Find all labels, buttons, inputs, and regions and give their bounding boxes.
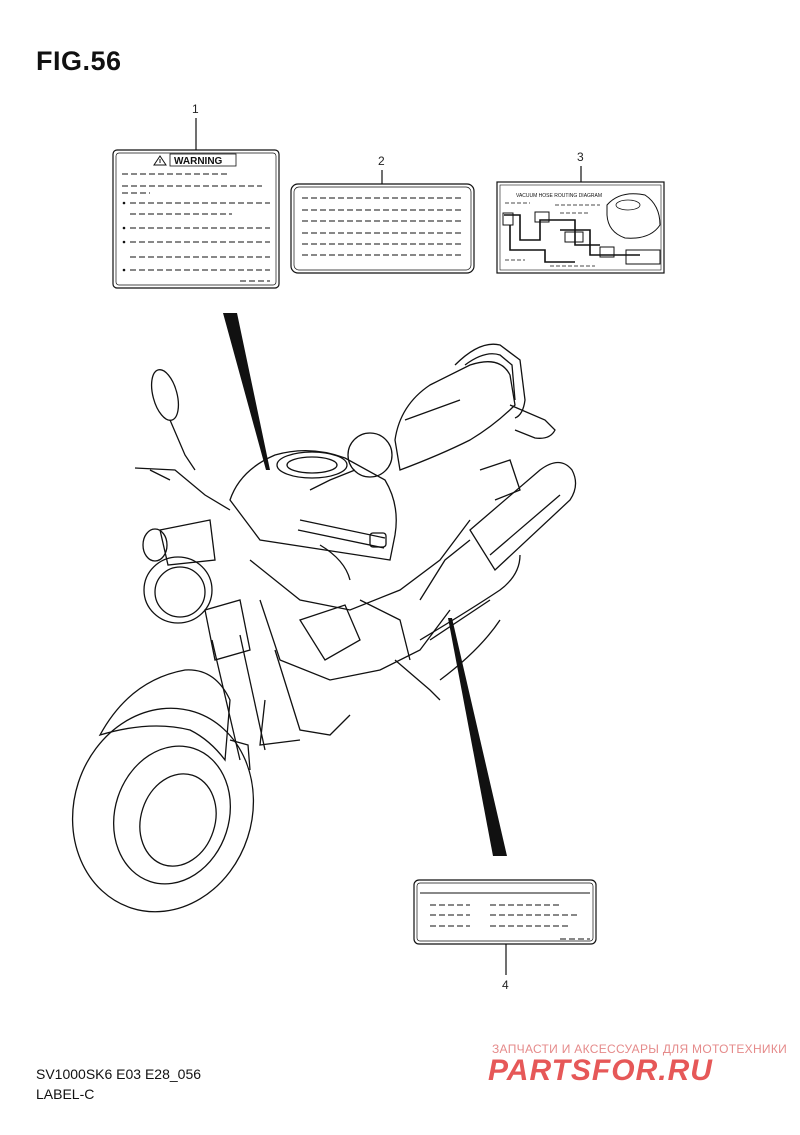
callout-2: 2 bbox=[378, 154, 385, 184]
warning-triangle-icon bbox=[153, 155, 167, 166]
callout-4: 4 bbox=[502, 944, 509, 992]
data-plate-label[interactable] bbox=[413, 879, 597, 945]
section-name: LABEL-C bbox=[36, 1086, 95, 1102]
figure-title: FIG.56 bbox=[36, 46, 122, 76]
watermark-logo[interactable]: PARTSFOR.RU bbox=[488, 1054, 713, 1087]
callout-number-2: 2 bbox=[378, 154, 385, 168]
leader-wedge-label-1 bbox=[223, 313, 270, 470]
callout-number-1: 1 bbox=[192, 102, 199, 116]
callout-1: 1 bbox=[192, 102, 199, 150]
info-label[interactable] bbox=[290, 183, 475, 274]
leader-wedge-label-4 bbox=[448, 618, 507, 856]
model-code: SV1000SK6 E03 E28_056 bbox=[36, 1066, 202, 1082]
warning-label[interactable]: WARNING bbox=[112, 149, 280, 289]
motorcycle-illustration bbox=[71, 343, 577, 913]
vacuum-label-title: VACUUM HOSE ROUTING DIAGRAM bbox=[516, 193, 602, 199]
callout-number-4: 4 bbox=[502, 978, 509, 992]
vacuum-hose-label[interactable]: VACUUM HOSE ROUTING DIAGRAM bbox=[496, 181, 665, 274]
callout-3: 3 bbox=[577, 150, 584, 182]
watermark-tagline: ЗАПЧАСТИ И АКСЕССУАРЫ ДЛЯ МОТОТЕХНИКИ bbox=[492, 1042, 788, 1056]
warning-header-text: WARNING bbox=[174, 156, 223, 167]
callout-number-3: 3 bbox=[577, 150, 584, 164]
